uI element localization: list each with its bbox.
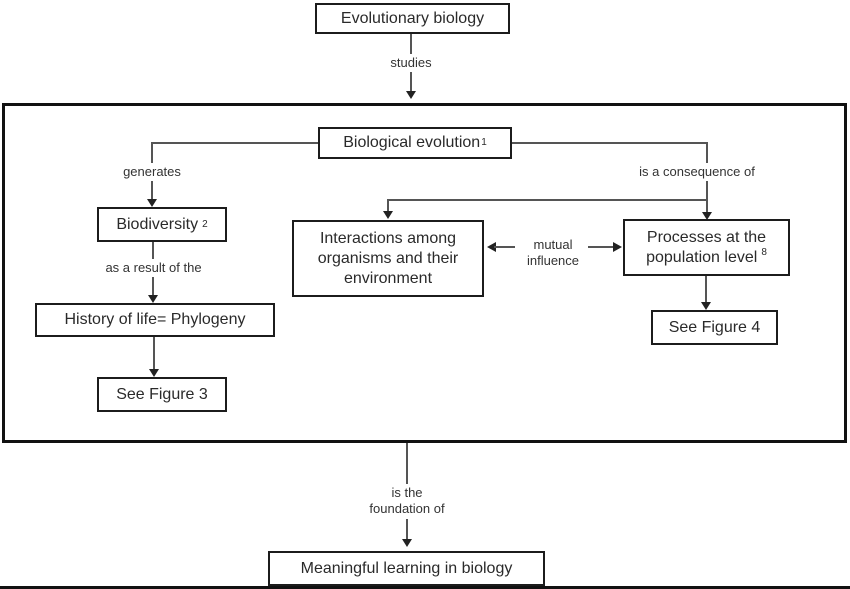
node-meaningful-learning-label: Meaningful learning in biology bbox=[300, 559, 513, 577]
edge-mutual-right-line bbox=[588, 246, 614, 248]
edge-foundation-label-line1: is the bbox=[391, 485, 423, 500]
node-see-figure-4: See Figure 4 bbox=[651, 310, 778, 345]
node-interactions: Interactions among organisms and their e… bbox=[292, 220, 484, 297]
node-evolutionary-biology: Evolutionary biology bbox=[315, 3, 510, 34]
node-meaningful-learning: Meaningful learning in biology bbox=[268, 551, 545, 586]
edge-figure4-arrowhead-down bbox=[701, 302, 711, 310]
edge-studies-arrowhead-down bbox=[406, 91, 416, 99]
node-history-of-life-label: History of life= Phylogeny bbox=[64, 311, 246, 328]
edge-studies-label: studies bbox=[380, 54, 442, 73]
edge-consequence-hline bbox=[512, 142, 708, 144]
node-history-of-life: History of life= Phylogeny bbox=[35, 303, 275, 337]
edge-mutual-label-line2: influence bbox=[526, 253, 580, 269]
edge-result-arrowhead-down bbox=[148, 295, 158, 303]
edge-consequence-label: is a consequence of bbox=[622, 163, 772, 182]
edge-generates-label: generates bbox=[110, 163, 194, 182]
node-biological-evolution-label: Biological evolution bbox=[343, 134, 481, 151]
edge-mutual-label-line1: mutual bbox=[533, 237, 573, 252]
edge-foundation-arrowhead-down bbox=[402, 539, 412, 547]
node-see-figure-3-label: See Figure 3 bbox=[116, 385, 208, 403]
edge-generates-arrowhead-down bbox=[147, 199, 157, 207]
main-container-box bbox=[2, 103, 847, 443]
edge-consequence-arrowhead-down bbox=[702, 212, 712, 220]
edge-mutual-arrowhead-left bbox=[487, 242, 496, 252]
edge-figure3-vline bbox=[153, 337, 155, 371]
edge-generates-hline bbox=[151, 142, 318, 144]
node-processes-superscript: 8 bbox=[761, 247, 767, 259]
edge-branch-hline bbox=[387, 199, 706, 201]
node-biodiversity-label: Biodiversity bbox=[116, 215, 199, 233]
node-evolutionary-biology-label: Evolutionary biology bbox=[340, 9, 485, 27]
edge-foundation-label: is the foundation of bbox=[347, 484, 467, 519]
edge-branch-vline bbox=[387, 199, 389, 213]
node-interactions-label: Interactions among organisms and their e… bbox=[317, 229, 459, 287]
edge-figure4-vline bbox=[705, 276, 707, 304]
edge-figure3-arrowhead-down bbox=[149, 369, 159, 377]
bottom-border-line bbox=[0, 586, 850, 589]
edge-mutual-label: mutual influence bbox=[515, 236, 591, 271]
node-see-figure-4-label: See Figure 4 bbox=[668, 318, 761, 336]
edge-result-label: as a result of the bbox=[97, 259, 210, 278]
edge-mutual-arrowhead-right bbox=[613, 242, 622, 252]
node-see-figure-3: See Figure 3 bbox=[97, 377, 227, 412]
edge-branch-arrowhead-down bbox=[383, 211, 393, 219]
edge-foundation-label-line2: foundation of bbox=[369, 501, 445, 517]
